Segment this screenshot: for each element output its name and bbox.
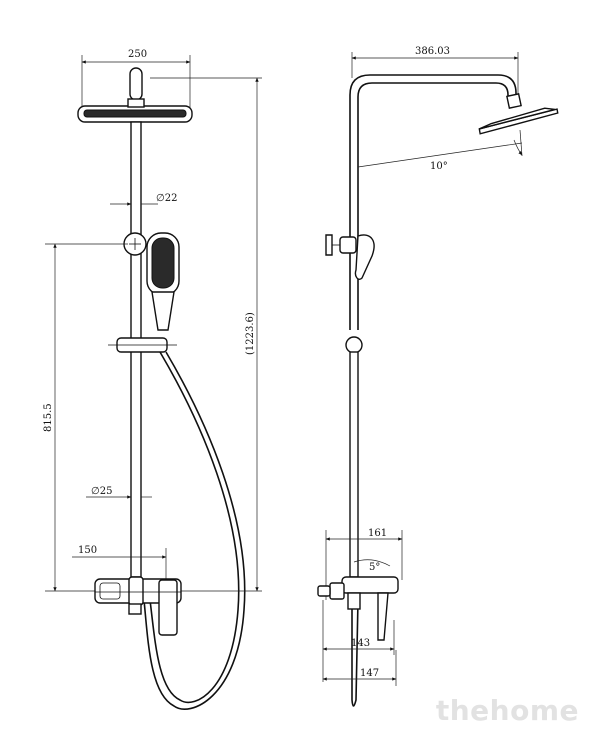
side-slide-holder [345, 336, 363, 354]
wall-offset-a-label: 143 [351, 638, 370, 649]
front-shower-head-nozzles [83, 109, 187, 118]
base-diameter-label: ∅25 [91, 486, 112, 497]
reach-label: 386.03 [415, 46, 450, 57]
holder-height-label: 815.5 [43, 403, 54, 432]
side-mixer-inlet [329, 582, 345, 600]
body-offset-label: 150 [78, 545, 97, 556]
front-hose-inner [143, 351, 246, 710]
side-mixer-outlet [347, 592, 361, 610]
side-arm-outer [349, 74, 517, 330]
side-arm-inner [357, 82, 509, 330]
side-diverter-knob [325, 234, 333, 256]
side-hand-shower [354, 234, 375, 280]
side-mixer-lever [377, 592, 389, 641]
side-shower-head [478, 108, 559, 135]
side-hose [351, 599, 359, 707]
spout-depth-label: 161 [368, 528, 387, 539]
front-mixer-lever [158, 579, 178, 636]
lever-angle-label: 5° [369, 562, 380, 573]
front-hand-shower-handle [151, 291, 175, 331]
side-head-joint [506, 93, 522, 109]
side-wall-flange [317, 585, 331, 597]
side-lower-rod [349, 351, 359, 578]
front-head-joint [127, 98, 145, 108]
front-outlet [128, 603, 142, 615]
wall-offset-b-label: 147 [360, 668, 379, 679]
watermark-logo: thehome [435, 694, 579, 727]
side-view: 386.03 10° 161 5° [317, 46, 559, 707]
side-mixer-body [341, 576, 399, 594]
total-height-label: (1223.6) [245, 312, 256, 355]
side-shower-head-top [479, 107, 556, 130]
front-hand-shower-nozzles [151, 237, 175, 289]
rod-diameter-label: ∅22 [156, 193, 177, 204]
front-view: 250 ∅22 815.5 [43, 49, 262, 710]
side-diverter-body [339, 236, 357, 254]
front-head-arm [129, 67, 143, 101]
front-hose-outer [149, 351, 240, 704]
front-rod-base [128, 576, 144, 606]
angle-label: 10° [430, 161, 448, 172]
head-width-label: 250 [128, 49, 147, 60]
